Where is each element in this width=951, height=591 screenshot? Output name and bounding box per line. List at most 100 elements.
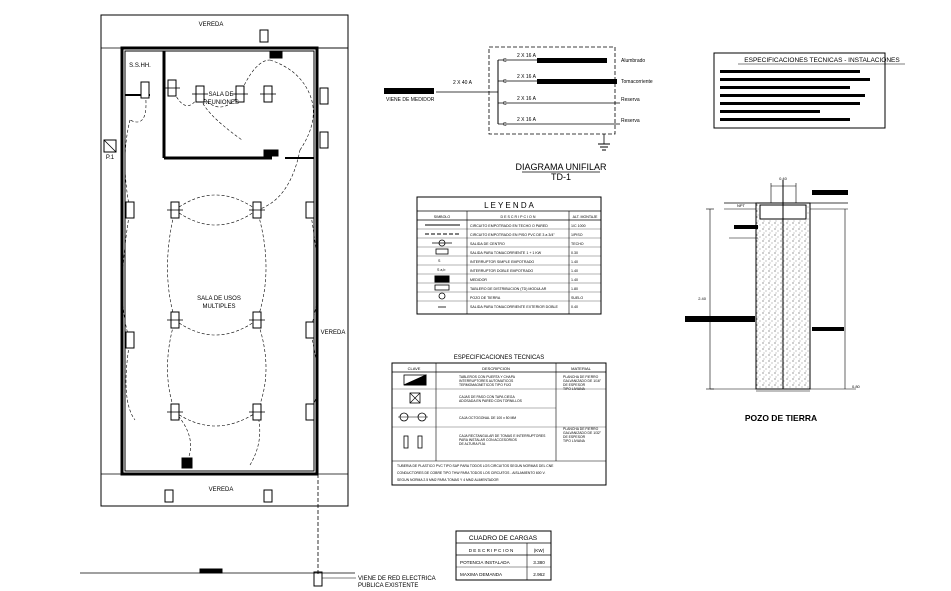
- esp-row-4-desc-3: DE ALTURA FIJA: [459, 442, 486, 446]
- leyenda-title: L E Y E N D A: [484, 201, 534, 210]
- pozo-dim-height: 2.40: [698, 296, 707, 301]
- distribution-panel-symbol: [181, 457, 193, 469]
- esp-row-1-mat-3: DE ESPESOR: [563, 383, 586, 387]
- pozo-labels: 0.40 2.40 0.80 NPT POZO DE TIERRA: [698, 176, 860, 423]
- feed-label: VIENE DE MEDIDOR: [386, 97, 435, 103]
- meter-feed-bar: [384, 88, 434, 94]
- main-breaker-label: 2 X 40 A: [453, 80, 473, 86]
- cuadro-row-1-value: 3.380: [533, 560, 545, 565]
- cuadro-row-1-label: POTENCIA INSTALADA: [460, 560, 511, 565]
- esp-row-2-mat-1: PLANCHA DE FIERRO: [563, 427, 599, 431]
- vereda-top-label: VEREDA: [199, 22, 224, 28]
- pozo-dim-top: 0.40: [779, 176, 788, 181]
- floor-plan: [80, 14, 356, 587]
- cuadro-row-2-value: 2.962: [533, 572, 545, 577]
- cuadro-header-desc: D E S C R I P C I O N: [469, 548, 514, 553]
- cuadro-header-val: (KW): [534, 548, 545, 553]
- leyenda-header-alt: ALT. MONTAJE: [573, 215, 598, 219]
- leyenda-row-4-desc: SALIDA PARA TOMACORRIENTE 1 + 1 KW: [470, 251, 542, 255]
- leyenda-labels: L E Y E N D A SIMBOLO D E S C R I P C I …: [434, 201, 598, 309]
- leyenda-header-simbolo: SIMBOLO: [434, 215, 451, 219]
- esp-header-clave: CLAVE: [408, 366, 421, 371]
- feed-note-line-1: VIENE DE RED ELECTRICA: [358, 576, 436, 582]
- esp-row-2-mat-3: DE ESPESOR: [563, 435, 586, 439]
- esp-footer-3: SEGUN NORMA 2.5 MM2 PARA TOMAS Y 4 MM2 A…: [397, 478, 499, 482]
- pozo-npt: NPT: [737, 203, 746, 208]
- circuit-4-use: Reserva: [621, 118, 640, 124]
- leyenda-row-7-alt: 1.40: [571, 278, 578, 282]
- circuit-3-rating: 2 X 16 A: [517, 96, 537, 102]
- leyenda-symbol-5: S: [438, 259, 441, 263]
- leyenda-row-9-desc: POZO DE TIERRA: [470, 296, 501, 300]
- pozo-tierra-detail: [685, 180, 856, 392]
- room-usos-label-2: MULTIPLES: [203, 304, 236, 310]
- cuadro-cargas-labels: CUADRO DE CARGAS D E S C R I P C I O N (…: [460, 535, 545, 577]
- unifilar-diagram: [384, 46, 620, 173]
- pozo-title: POZO DE TIERRA: [745, 413, 817, 423]
- esp-row-2-mat-2: GALVANIZADO DE 1/32": [563, 431, 602, 435]
- esp-tecnicas-title: ESPECIFICACIONES TECNICAS: [454, 355, 545, 361]
- circuit-4-rating: 2 X 16 A: [517, 117, 537, 123]
- esp-row-1-desc-1: TABLEROS CON PUERTA Y CHAPA: [459, 375, 516, 379]
- leyenda-row-2-desc: CIRCUITO EMPOTRADO EN PISO PVC DE 3 a 3/…: [470, 233, 555, 237]
- feed-note-line-2: PUBLICA EXISTENTE: [358, 583, 418, 589]
- vereda-bottom-label: VEREDA: [209, 487, 234, 493]
- esp-row-1-mat-2: GALVANIZADO DE 1/16": [563, 379, 602, 383]
- esp-row-4-desc-1: CAJA RECTANGULAR DE TOMAS E INTERRUPTORE…: [459, 434, 546, 438]
- esp-row-2-desc-2: ADOSADA EN PARED CON TORNILLOS: [459, 399, 523, 403]
- esp-row-4-desc-2: PARA INSTALAR CON ACCESORIOS: [459, 438, 518, 442]
- leyenda-row-8-desc: TABLERO DE DISTRIBUCION (TD) MODULAR: [470, 287, 547, 291]
- esp-tecnicas-table: [391, 362, 607, 486]
- circuit-1-id: C: [503, 58, 507, 64]
- leyenda-row-2-alt: 1/PISO: [571, 233, 583, 237]
- leyenda-row-7-desc: MEDIDOR: [470, 278, 487, 282]
- unifilar-subtitle: TD-1: [551, 172, 571, 182]
- esp-tecnicas-labels: ESPECIFICACIONES TECNICAS CLAVE DESCRIPC…: [397, 355, 602, 482]
- leyenda-table: [416, 196, 602, 315]
- circuit-2-use: Tomacorriente: [621, 79, 653, 85]
- leyenda-row-4-alt: 0.30: [571, 251, 578, 255]
- leyenda-row-6-desc: INTERRUPTOR DOBLE EMPOTRADO: [470, 269, 533, 273]
- floor-plan-labels: VEREDA VEREDA VEREDA S.S.HH. SALA DE REU…: [106, 22, 436, 589]
- leyenda-row-5-alt: 1.40: [571, 260, 578, 264]
- esp-row-1-desc-3: TERMOMAGNETICOS TIPO FIJO: [459, 383, 511, 387]
- site-boundary: [100, 14, 349, 507]
- specs-title: ESPECIFICACIONES TECNICAS - INSTALACIONE…: [744, 57, 900, 64]
- esp-header-material: MATERIAL: [571, 366, 591, 371]
- cuadro-row-2-label: MAXIMA DEMANDA: [460, 572, 503, 577]
- leyenda-row-1-alt: 1/C 1000: [571, 224, 586, 228]
- esp-header-descripcion: DESCRIPCION: [482, 366, 510, 371]
- esp-row-1-mat-1: PLANCHA DE FIERRO: [563, 375, 599, 379]
- esp-row-2-desc-1: CAJAS DE PASO CON TAPA CIEGA: [459, 395, 515, 399]
- room-usos-label-1: SALA DE USOS: [197, 296, 241, 302]
- panel-label: P.1: [106, 155, 115, 161]
- leyenda-row-5-desc: INTERRUPTOR SIMPLE EMPOTRADO: [470, 260, 534, 264]
- pozo-dim-right: 0.80: [852, 384, 861, 389]
- leyenda-symbol-6: S a,b: [437, 268, 445, 272]
- leyenda-row-6-alt: 1.40: [571, 269, 578, 273]
- room-reuniones-label-1: SALA DE: [208, 92, 233, 98]
- circuit-3-use: Reserva: [621, 97, 640, 103]
- leyenda-row-1-desc: CIRCUITO EMPOTRADO EN TECHO O PARED: [470, 224, 548, 228]
- circuit-1-use: Alumbrado: [621, 58, 645, 64]
- esp-row-2-mat-4: TIPO LIVIANA: [563, 439, 586, 443]
- cuadro-cargas-table: [455, 530, 552, 581]
- building-outline: [120, 46, 319, 476]
- unifilar-labels: VIENE DE MEDIDOR 2 X 40 A C 2 X 16 A Alu…: [386, 53, 653, 182]
- circuit-3-id: C: [503, 101, 507, 107]
- circuit-4-id: C: [503, 122, 507, 128]
- esp-footer-2: CONDUCTORES DE COBRE TIPO THW PARA TODOS…: [397, 471, 546, 475]
- leyenda-row-3-desc: SALIDA DE CENTRO: [470, 242, 505, 246]
- circuit-1-rating: 2 X 16 A: [517, 53, 537, 59]
- circuit-2-rating: 2 X 16 A: [517, 74, 537, 80]
- circuit-2-id: C: [503, 79, 507, 85]
- esp-row-3-desc-1: CAJA OCTOGONAL DE 100 x 50 MM: [459, 416, 516, 420]
- leyenda-row-9-alt: SUELO: [571, 296, 583, 300]
- leyenda-header-descripcion: D E S C R I P C I O N: [501, 215, 536, 219]
- unifilar-title: DIAGRAMA UNIFILAR: [515, 162, 607, 172]
- cuadro-title: CUADRO DE CARGAS: [469, 535, 538, 542]
- vereda-right-label: VEREDA: [321, 330, 346, 336]
- esp-footer-1: TUBERIA DE PLASTICO PVC TIPO SAP PARA TO…: [397, 464, 554, 468]
- leyenda-row-10-alt: 0.40: [571, 305, 578, 309]
